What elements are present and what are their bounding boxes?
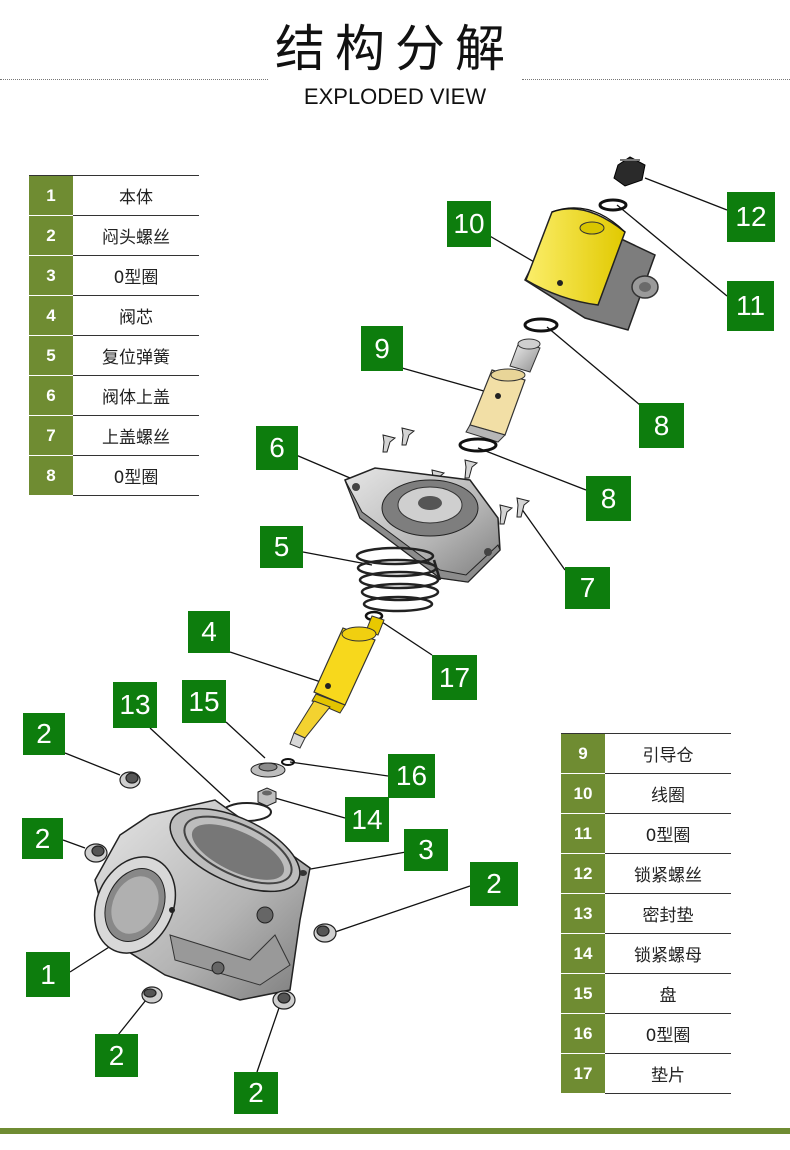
legend-row: 12 锁紧螺丝 <box>561 854 731 894</box>
legend-row: 17 垫片 <box>561 1054 731 1094</box>
legend-number: 13 <box>561 894 605 934</box>
callout-7: 7 <box>565 567 610 609</box>
legend-row: 3 0型圈 <box>29 256 199 296</box>
legend-part-name: 阀芯 <box>119 308 153 328</box>
legend-row: 14 锁紧螺母 <box>561 934 731 974</box>
legend-number: 14 <box>561 934 605 974</box>
title-rule-left <box>0 79 268 80</box>
legend-part-name: 线圈 <box>651 786 685 806</box>
legend-row: 5 复位弹簧 <box>29 336 199 376</box>
legend-number: 17 <box>561 1054 605 1094</box>
oring-3-part <box>299 870 307 876</box>
legend-part-name: 0型圈 <box>113 268 159 288</box>
callout-15: 15 <box>182 680 226 723</box>
pilot-chamber-part <box>465 338 541 443</box>
legend-part-name: 0型圈 <box>113 468 159 488</box>
spool-part <box>289 615 385 749</box>
legend-row: 15 盘 <box>561 974 731 1014</box>
callout-13: 13 <box>113 682 157 728</box>
legend-part-name: 上盖螺丝 <box>102 428 170 448</box>
callout-8-upper: 8 <box>639 403 684 448</box>
callout-4: 4 <box>188 611 230 653</box>
legend-part-name: 阀体上盖 <box>102 388 170 408</box>
legend-row: 2 闷头螺丝 <box>29 216 199 256</box>
legend-number: 16 <box>561 1014 605 1054</box>
legend-part-name: 盘 <box>659 986 677 1006</box>
lock-screw-part <box>613 156 646 187</box>
callout-10: 10 <box>447 201 491 247</box>
parts-legend-left: 1 本体 2 闷头螺丝 3 0型圈 4 阀芯 5 复位弹簧 6 阀体上盖 7 上… <box>29 175 199 496</box>
callout-2-c: 2 <box>470 862 518 906</box>
legend-row: 4 阀芯 <box>29 296 199 336</box>
legend-number: 11 <box>561 814 605 854</box>
legend-number: 4 <box>29 296 73 336</box>
legend-number: 12 <box>561 854 605 894</box>
callout-8-lower: 8 <box>586 476 631 521</box>
valve-body-part <box>93 799 311 1001</box>
legend-part-name: 本体 <box>119 188 153 208</box>
title-rule-right <box>522 79 790 80</box>
legend-number: 6 <box>29 376 73 416</box>
legend-part-name: 复位弹簧 <box>102 348 170 368</box>
legend-part-name: 0型圈 <box>645 1026 691 1046</box>
legend-number: 15 <box>561 974 605 1014</box>
lock-nut-part <box>257 787 277 807</box>
callout-11: 11 <box>727 281 774 331</box>
callout-1: 1 <box>26 952 70 997</box>
legend-part-name: 密封垫 <box>642 906 694 926</box>
legend-part-name: 锁紧螺丝 <box>634 866 702 886</box>
legend-row: 16 0型圈 <box>561 1014 731 1054</box>
legend-number: 10 <box>561 774 605 814</box>
oring-8b-part <box>458 437 498 453</box>
oring-16-part <box>281 758 295 766</box>
callout-17: 17 <box>432 655 477 700</box>
callout-2-b: 2 <box>22 818 63 859</box>
legend-row: 9 引导仓 <box>561 734 731 774</box>
disc-part <box>250 762 286 778</box>
coil-part <box>524 207 659 331</box>
callout-2-a: 2 <box>23 713 65 755</box>
legend-row: 7 上盖螺丝 <box>29 416 199 456</box>
legend-row: 10 线圈 <box>561 774 731 814</box>
callout-14: 14 <box>345 797 389 842</box>
legend-part-name: 垫片 <box>651 1066 685 1086</box>
legend-part-name: 0型圈 <box>645 826 691 846</box>
legend-number: 2 <box>29 216 73 256</box>
parts-legend-right: 9 引导仓 10 线圈 11 0型圈 12 锁紧螺丝 13 密封垫 14 锁紧螺… <box>561 733 731 1094</box>
legend-part-name: 引导仓 <box>642 746 694 766</box>
callout-6: 6 <box>256 426 298 470</box>
callout-9: 9 <box>361 326 403 371</box>
footer-divider <box>0 1128 790 1134</box>
callout-3: 3 <box>404 829 448 871</box>
page-title-en: EXPLODED VIEW <box>303 84 487 109</box>
legend-row: 13 密封垫 <box>561 894 731 934</box>
legend-number: 3 <box>29 256 73 296</box>
legend-number: 8 <box>29 456 73 496</box>
callout-2-e: 2 <box>234 1072 278 1114</box>
callout-5: 5 <box>260 526 303 568</box>
callout-16: 16 <box>388 754 435 798</box>
legend-number: 5 <box>29 336 73 376</box>
legend-row: 8 0型圈 <box>29 456 199 496</box>
legend-part-name: 闷头螺丝 <box>102 228 170 248</box>
callout-12: 12 <box>727 192 775 242</box>
legend-number: 7 <box>29 416 73 456</box>
callout-2-d: 2 <box>95 1034 138 1077</box>
oring-8a-part <box>523 317 559 333</box>
legend-row: 1 本体 <box>29 176 199 216</box>
oring-11-part <box>598 198 628 212</box>
plug-screws-part <box>84 771 337 1010</box>
legend-number: 1 <box>29 176 73 216</box>
spring-part <box>355 546 442 613</box>
legend-number: 9 <box>561 734 605 774</box>
legend-part-name: 锁紧螺母 <box>634 946 702 966</box>
page-title-cn: 结构分解 <box>275 20 515 78</box>
legend-row: 6 阀体上盖 <box>29 376 199 416</box>
legend-row: 11 0型圈 <box>561 814 731 854</box>
